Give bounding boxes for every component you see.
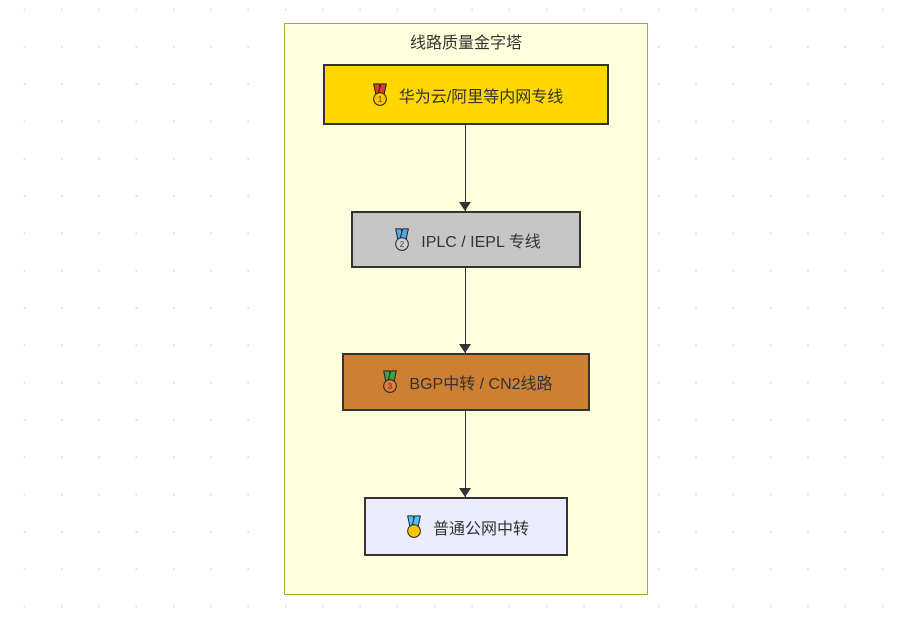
third-place-medal-icon: 3 <box>383 370 398 393</box>
node-label: 普通公网中转 <box>432 520 529 538</box>
node-intranet-private-line: 1 华为云/阿里等内网专线 <box>323 64 609 125</box>
arrowhead-down-icon <box>459 344 472 353</box>
second-place-medal-icon: 2 <box>395 227 410 251</box>
sports-medal-icon <box>407 514 421 538</box>
arrowhead-down-icon <box>459 488 472 497</box>
arrow-silver-to-bronze <box>459 268 472 353</box>
diagram-title: 线路质量金字塔 <box>409 35 522 52</box>
node-label: IPLC / IEPL 专线 <box>421 233 541 251</box>
svg-text:1: 1 <box>377 94 382 103</box>
arrow-bronze-to-public <box>459 411 472 497</box>
arrowhead-down-icon <box>459 202 472 211</box>
node-label: 华为云/阿里等内网专线 <box>398 88 564 106</box>
node-label: BGP中转 / CN2线路 <box>409 376 553 393</box>
arrow-gold-to-silver <box>459 125 472 211</box>
svg-text:2: 2 <box>400 239 405 248</box>
node-bgp-cn2-line: 3 BGP中转 / CN2线路 <box>342 353 590 411</box>
svg-text:3: 3 <box>388 382 393 391</box>
first-place-medal-icon: 1 <box>372 82 387 106</box>
node-public-network-relay: 普通公网中转 <box>364 497 568 556</box>
node-iplc-iepl-line: 2 IPLC / IEPL 专线 <box>351 211 581 268</box>
